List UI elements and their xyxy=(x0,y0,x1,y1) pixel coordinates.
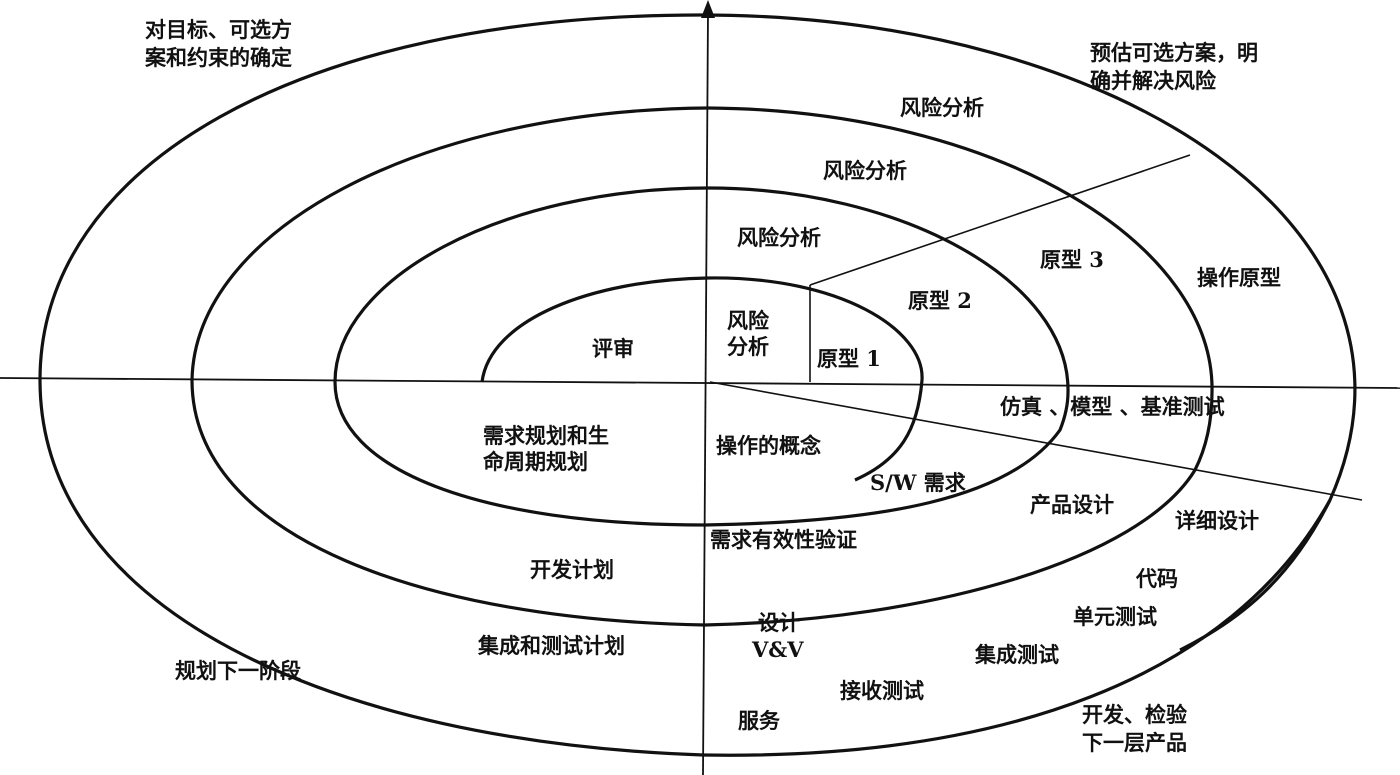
concept-of-operation-label: 操作的概念 xyxy=(716,434,821,458)
risk-analysis-inner-line2: 分析 xyxy=(727,335,769,359)
operational-prototype-label: 操作原型 xyxy=(1197,266,1281,290)
integration-test-label: 集成测试 xyxy=(974,643,1059,667)
requirements-lifecycle-line1: 需求规划和生 xyxy=(483,424,609,448)
spiral-third xyxy=(190,106,1214,627)
design-vv-line2: V&V xyxy=(751,637,804,662)
prototype-3-label: 原型 3 xyxy=(1040,247,1104,272)
development-plan-label: 开发计划 xyxy=(530,558,614,582)
quadrant-top-left-line1: 对目标、可选方 xyxy=(145,18,292,42)
risk-analysis-outer: 风险分析 xyxy=(900,96,984,120)
horizontal-axis xyxy=(0,377,1400,389)
divider-lower xyxy=(709,381,1363,501)
prototype-1-label: 原型 1 xyxy=(817,346,881,371)
spiral-inner xyxy=(480,276,924,482)
acceptance-test-label: 接收测试 xyxy=(840,679,924,703)
quadrant-top-left-line2: 案和约束的确定 xyxy=(144,46,292,70)
design-vv-line1: 设计 xyxy=(758,611,800,635)
spiral-second xyxy=(333,186,1070,527)
code-label: 代码 xyxy=(1135,567,1178,591)
quadrant-top-right-line2: 确并解决风险 xyxy=(1090,69,1217,93)
divider-upper xyxy=(809,154,1191,286)
simulation-models-benchmarks-label: 仿真 、模型 、基准测试 xyxy=(1000,395,1225,419)
risk-analysis-inner-line1: 风险 xyxy=(727,309,770,333)
product-design-label: 产品设计 xyxy=(1030,493,1114,517)
risk-analysis-third: 风险分析 xyxy=(737,226,821,250)
spiral-outermost xyxy=(38,13,1357,757)
quadrant-bottom-left: 规划下一阶段 xyxy=(175,659,301,683)
spiral-outer-hook xyxy=(1179,499,1332,652)
vertical-axis xyxy=(702,11,709,775)
quadrant-top-right-line1: 预估可选方案，明 xyxy=(1090,41,1258,65)
prototype-2-label: 原型 2 xyxy=(908,288,972,313)
sw-requirements-label: S/W 需求 xyxy=(870,470,966,495)
unit-test-label: 单元测试 xyxy=(1073,605,1157,629)
service-label: 服务 xyxy=(738,709,781,733)
requirements-validation-label: 需求有效性验证 xyxy=(710,528,857,552)
risk-analysis-second: 风险分析 xyxy=(823,159,907,183)
quadrant-bottom-right-line1: 开发、检验 xyxy=(1082,703,1187,727)
requirements-lifecycle-line2: 命周期规划 xyxy=(483,450,588,474)
review-label: 评审 xyxy=(592,337,634,361)
quadrant-bottom-right-line2: 下一层产品 xyxy=(1082,731,1187,755)
detailed-design-label: 详细设计 xyxy=(1175,509,1259,533)
integration-test-plan-label: 集成和测试计划 xyxy=(477,634,625,658)
